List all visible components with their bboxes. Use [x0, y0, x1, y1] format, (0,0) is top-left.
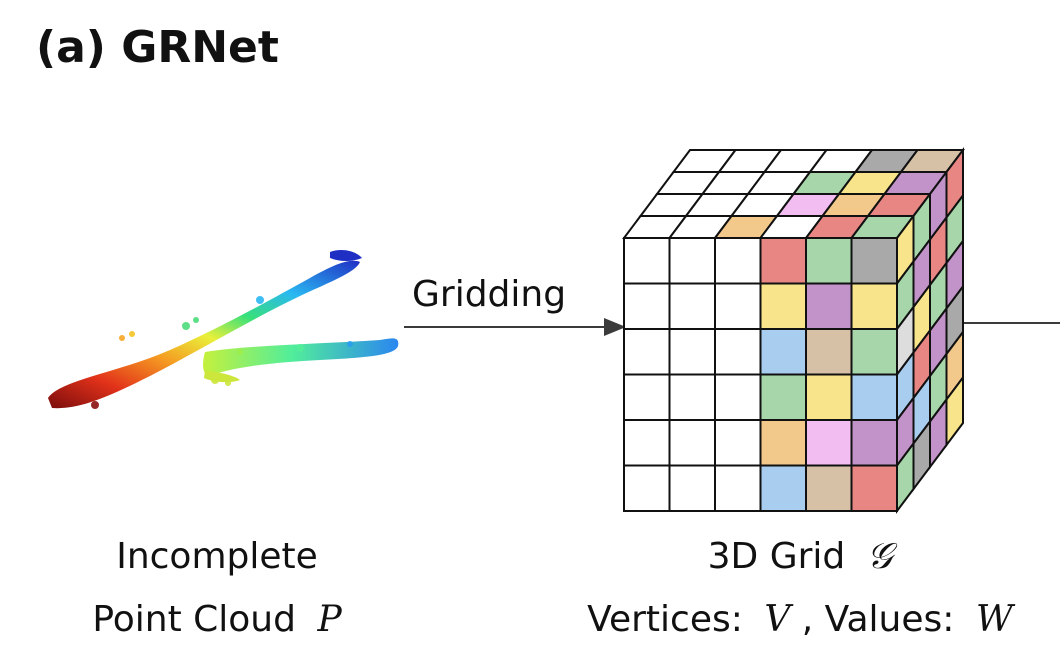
3d-grid-cube	[622, 147, 965, 514]
front-cell	[850, 328, 898, 376]
point-cloud-graphic	[48, 250, 399, 409]
front-cell	[850, 464, 898, 512]
grid-caption-line2: Vertices: V , Values: W	[587, 599, 1016, 640]
vertices-label: Vertices:	[587, 599, 743, 640]
front-cell	[668, 237, 716, 285]
front-cell	[805, 373, 853, 421]
tail-fin	[330, 250, 362, 261]
front-cell	[668, 282, 716, 330]
front-cell	[850, 373, 898, 421]
right-wing	[203, 338, 399, 376]
cube-front-face	[623, 237, 898, 512]
front-cell	[623, 464, 671, 512]
front-cell	[850, 419, 898, 467]
front-cell	[668, 464, 716, 512]
front-cell	[759, 373, 807, 421]
front-cell	[714, 464, 762, 512]
point-speckles	[91, 296, 353, 409]
front-cell	[623, 328, 671, 376]
side-cell	[945, 374, 964, 448]
point-cloud-caption-line2: Point Cloud P	[92, 599, 342, 640]
front-cell	[850, 282, 898, 330]
front-cell	[759, 464, 807, 512]
front-cell	[623, 282, 671, 330]
fuselage	[48, 260, 360, 409]
front-cell	[805, 237, 853, 285]
front-cell	[805, 328, 853, 376]
front-cell	[759, 282, 807, 330]
values-symbol: W	[976, 599, 1016, 640]
front-cell	[805, 282, 853, 330]
front-cell	[759, 237, 807, 285]
values-label: , Values:	[802, 599, 955, 640]
front-cell	[668, 328, 716, 376]
front-cell	[714, 282, 762, 330]
front-cell	[759, 328, 807, 376]
grid-caption-text: 3D Grid	[708, 536, 846, 577]
gridding-label: Gridding	[412, 274, 566, 315]
front-cell	[623, 419, 671, 467]
front-cell	[805, 419, 853, 467]
point-cloud-caption-text: Point Cloud	[92, 599, 296, 640]
front-cell	[714, 419, 762, 467]
cube-top-face	[622, 149, 965, 239]
front-cell	[714, 237, 762, 285]
vertices-symbol: V	[764, 599, 794, 640]
front-cell	[805, 464, 853, 512]
grid-symbol: 𝒢	[867, 536, 898, 577]
front-cell	[714, 328, 762, 376]
front-cell	[850, 237, 898, 285]
grid-caption-line1: 3D Grid 𝒢	[708, 536, 898, 577]
front-cell	[623, 373, 671, 421]
point-cloud-symbol: P	[316, 599, 342, 640]
cube-side-face	[896, 147, 964, 514]
front-cell	[759, 419, 807, 467]
front-cell	[668, 419, 716, 467]
front-cell	[623, 237, 671, 285]
front-cell	[668, 373, 716, 421]
figure-title: (a) GRNet	[36, 22, 279, 73]
front-cell	[714, 373, 762, 421]
point-cloud-caption-line1: Incomplete	[116, 536, 318, 577]
